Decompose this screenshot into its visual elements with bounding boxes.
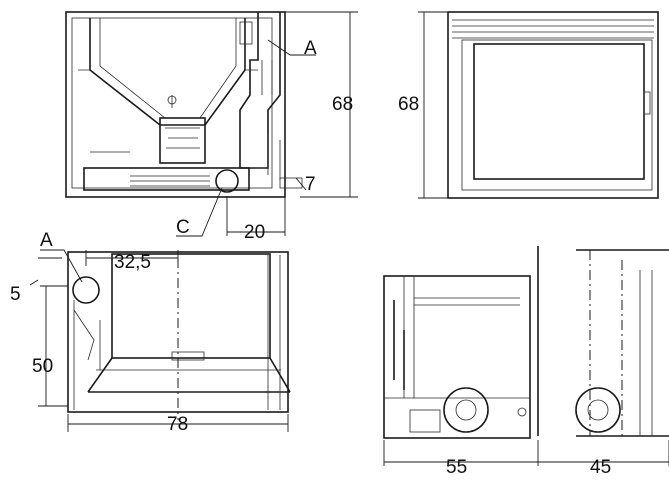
front-elevation-outline [447, 11, 659, 199]
depth-label-50: 50 [32, 356, 53, 377]
width-label-20: 20 [244, 222, 265, 243]
front-section-dimensions: 68 A 7 20 C [176, 11, 358, 243]
pellet-hopper [89, 18, 246, 126]
ash-tray [83, 167, 250, 191]
hopper-plan [111, 253, 271, 359]
fan-side [443, 387, 489, 433]
side-section-view [383, 246, 669, 439]
glass-door [473, 43, 645, 180]
front-section-view [65, 11, 303, 198]
front-elevation-dimensions: 68 [398, 11, 448, 199]
label-a-top: A [304, 38, 317, 59]
fan-side-ghost [575, 387, 621, 433]
side-outline [383, 275, 531, 439]
flue-outlet-a [72, 276, 100, 304]
fan-c [215, 169, 239, 193]
burner-block [159, 117, 206, 164]
front-section-outline [65, 11, 286, 198]
depth-label-55: 55 [446, 457, 467, 478]
pipe-label-32-5: 32,5 [114, 252, 151, 273]
control-box [409, 409, 441, 433]
label-c: C [176, 217, 190, 238]
height-label-68-b: 68 [398, 94, 419, 115]
front-elevation-view [447, 11, 659, 199]
width-label-78: 78 [167, 414, 188, 435]
offset-label-7: 7 [305, 174, 316, 195]
plan-dimensions: 32,5 50 5 A 78 [10, 230, 289, 435]
height-label-68-a: 68 [332, 94, 353, 115]
extra-label-45: 45 [590, 457, 611, 478]
side-section-dimensions: 55 45 [383, 440, 669, 478]
offset-label-5: 5 [10, 284, 21, 305]
label-a-plan: A [40, 230, 53, 251]
plan-view [67, 251, 291, 420]
flue-pipe-a [239, 12, 281, 169]
